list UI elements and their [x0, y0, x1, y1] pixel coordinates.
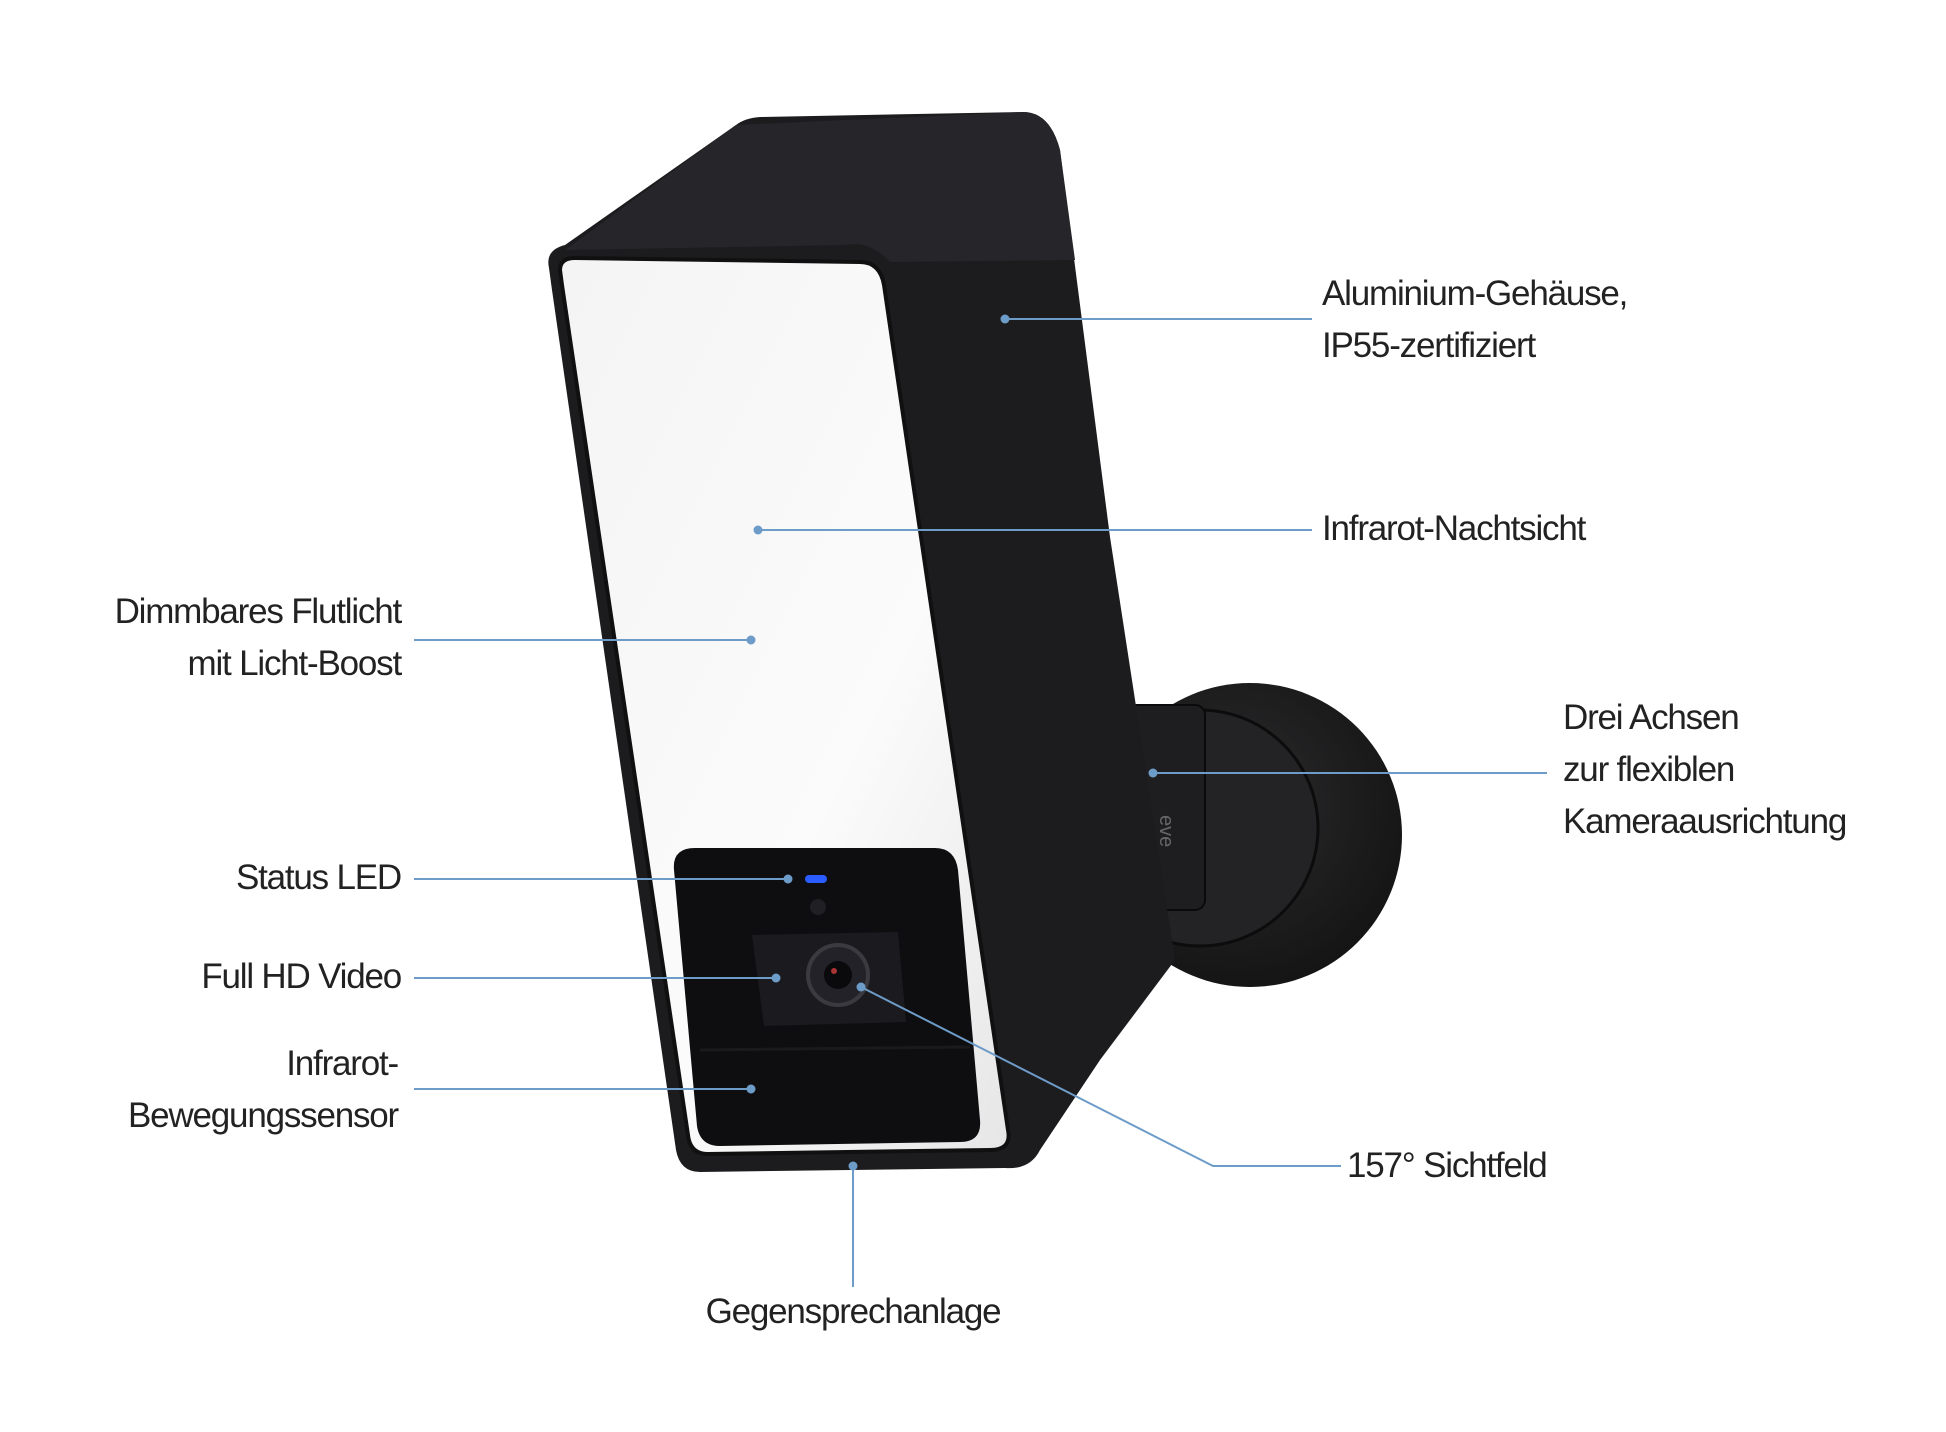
label-line: 157° Sichtfeld: [1347, 1146, 1548, 1185]
label-line: Kameraausrichtung: [1563, 802, 1847, 841]
label-line: IP55-zertifiziert: [1322, 326, 1536, 365]
label-night-vision: Infrarot-Nachtsicht: [1322, 503, 1586, 555]
label-line: Infrarot-: [286, 1044, 399, 1083]
label-floodlight: Dimmbares Flutlicht mit Licht-Boost: [114, 586, 403, 690]
label-video: Full HD Video: [201, 951, 402, 1003]
label-field-of-view: 157° Sichtfeld: [1347, 1140, 1548, 1192]
brand-logo: eve: [1155, 815, 1177, 847]
label-line: Dimmbares Flutlicht: [114, 592, 403, 631]
label-axes: Drei Achsen zur flexiblen Kameraausricht…: [1563, 692, 1847, 848]
label-line: Drei Achsen: [1563, 698, 1740, 737]
label-status-led: Status LED: [235, 852, 402, 904]
leader-lines: [414, 318, 1547, 1287]
label-housing: Aluminium-Gehäuse, IP55-zertifiziert: [1322, 268, 1628, 372]
label-line: Bewegungssensor: [128, 1096, 399, 1135]
label-line: mit Licht-Boost: [187, 644, 403, 683]
label-line: Status LED: [235, 858, 402, 897]
leader-dots: [746, 314, 1158, 1171]
label-intercom: Gegensprechanlage: [653, 1286, 1053, 1338]
label-line: Gegensprechanlage: [705, 1292, 1002, 1331]
label-line: Full HD Video: [201, 957, 402, 996]
camera-body: [548, 112, 1175, 1172]
status-led: [805, 875, 827, 883]
label-motion-sensor: Infrarot- Bewegungssensor: [128, 1038, 399, 1142]
label-line: Aluminium-Gehäuse,: [1322, 274, 1628, 313]
label-line: Infrarot-Nachtsicht: [1322, 509, 1586, 548]
label-line: zur flexiblen: [1563, 750, 1735, 789]
light-sensor: [810, 899, 826, 915]
